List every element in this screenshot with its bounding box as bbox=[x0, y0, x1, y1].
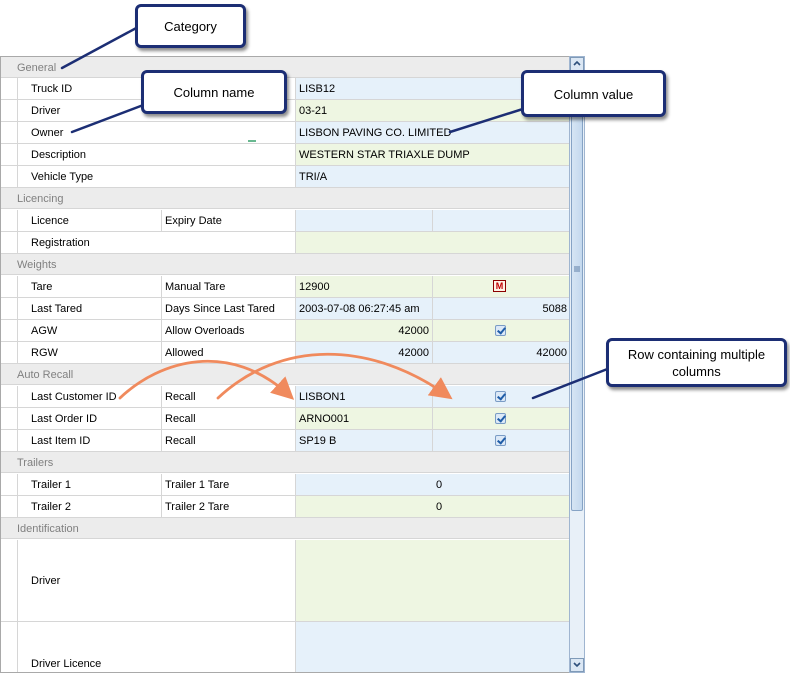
label-trailer-1-tare: Trailer 1 Tare bbox=[162, 474, 296, 495]
value-rgw[interactable]: 42000 bbox=[296, 342, 433, 363]
row-licence[interactable]: Licence Expiry Date bbox=[1, 210, 569, 232]
value-last-item-id[interactable]: SP19 B bbox=[296, 430, 433, 451]
label-trailer-2: Trailer 2 bbox=[17, 496, 162, 517]
row-last-customer-id[interactable]: Last Customer ID Recall LISBON1 bbox=[1, 386, 569, 408]
callout-column-name: Column name bbox=[141, 70, 287, 114]
allow-overloads-checkbox-icon[interactable] bbox=[495, 325, 506, 336]
value-allowed[interactable]: 42000 bbox=[433, 342, 569, 363]
row-agw[interactable]: AGW Allow Overloads 42000 bbox=[1, 320, 569, 342]
label-agw: AGW bbox=[17, 320, 162, 341]
row-driver-photo[interactable]: Driver bbox=[1, 540, 569, 622]
vertical-scrollbar[interactable] bbox=[569, 56, 585, 673]
value-description[interactable]: WESTERN STAR TRIAXLE DUMP bbox=[296, 144, 569, 165]
label-recall-item: Recall bbox=[162, 430, 296, 451]
label-tare: Tare bbox=[17, 276, 162, 297]
label-recall-customer: Recall bbox=[162, 386, 296, 407]
value-agw[interactable]: 42000 bbox=[296, 320, 433, 341]
scrollbar-thumb[interactable] bbox=[571, 73, 583, 511]
row-trailer-1[interactable]: Trailer 1 Trailer 1 Tare 0 bbox=[1, 474, 569, 496]
label-licence: Licence bbox=[17, 210, 162, 231]
value-last-tared[interactable]: 2003-07-08 06:27:45 am bbox=[296, 298, 433, 319]
category-weights[interactable]: Weights bbox=[1, 254, 569, 275]
value-last-customer-id[interactable]: LISBON1 bbox=[296, 386, 433, 407]
row-driver-licence[interactable]: Driver Licence bbox=[1, 622, 569, 672]
manual-tare-cell[interactable]: M bbox=[433, 276, 569, 297]
label-expiry-date: Expiry Date bbox=[162, 210, 296, 231]
value-trailer-2[interactable] bbox=[296, 496, 433, 517]
label-rgw: RGW bbox=[17, 342, 162, 363]
recall-customer-cell bbox=[433, 386, 569, 407]
manual-tare-badge-icon[interactable]: M bbox=[493, 280, 506, 292]
row-last-tared[interactable]: Last Tared Days Since Last Tared 2003-07… bbox=[1, 298, 569, 320]
label-driver-photo: Driver bbox=[17, 540, 296, 621]
callout-column-value: Column value bbox=[521, 70, 666, 117]
value-vehicle-type[interactable]: TRI/A bbox=[296, 166, 569, 187]
value-trailer-2-tare[interactable]: 0 bbox=[433, 496, 569, 517]
value-driver-licence[interactable] bbox=[296, 622, 569, 672]
value-licence[interactable] bbox=[296, 210, 433, 231]
label-allow-overloads: Allow Overloads bbox=[162, 320, 296, 341]
label-manual-tare: Manual Tare bbox=[162, 276, 296, 297]
label-driver-licence: Driver Licence bbox=[17, 622, 296, 672]
value-registration[interactable] bbox=[296, 232, 569, 253]
row-owner[interactable]: Owner LISBON PAVING CO. LIMITED bbox=[1, 122, 569, 144]
label-trailer-1: Trailer 1 bbox=[17, 474, 162, 495]
label-driver: Driver bbox=[17, 100, 296, 121]
grip-icon bbox=[574, 266, 580, 272]
recall-order-cell bbox=[433, 408, 569, 429]
column-name-pointer bbox=[70, 102, 148, 134]
value-truck-id[interactable]: LISB12 bbox=[296, 78, 569, 99]
value-expiry-date[interactable] bbox=[433, 210, 569, 231]
recall-item-checkbox-icon[interactable] bbox=[495, 435, 506, 446]
scroll-up-icon[interactable] bbox=[570, 57, 584, 71]
label-allowed: Allowed bbox=[162, 342, 296, 363]
recall-order-checkbox-icon[interactable] bbox=[495, 413, 506, 424]
row-last-order-id[interactable]: Last Order ID Recall ARNO001 bbox=[1, 408, 569, 430]
column-value-pointer bbox=[448, 106, 528, 134]
label-last-customer-id: Last Customer ID bbox=[17, 386, 162, 407]
value-trailer-1[interactable] bbox=[296, 474, 433, 495]
label-description: Description bbox=[17, 144, 296, 165]
value-days-since-last-tared[interactable]: 5088 bbox=[433, 298, 569, 319]
label-trailer-2-tare: Trailer 2 Tare bbox=[162, 496, 296, 517]
label-recall-order: Recall bbox=[162, 408, 296, 429]
scroll-down-icon[interactable] bbox=[570, 658, 584, 672]
label-truck-id: Truck ID bbox=[17, 78, 296, 99]
label-days-since-last-tared: Days Since Last Tared bbox=[162, 298, 296, 319]
value-last-order-id[interactable]: ARNO001 bbox=[296, 408, 433, 429]
row-tare[interactable]: Tare Manual Tare 12900 M bbox=[1, 276, 569, 298]
row-truck-id[interactable]: Truck ID LISB12 bbox=[1, 78, 569, 100]
row-rgw[interactable]: RGW Allowed 42000 42000 bbox=[1, 342, 569, 364]
multi-row-pointer bbox=[531, 366, 612, 400]
label-last-tared: Last Tared bbox=[17, 298, 162, 319]
label-last-order-id: Last Order ID bbox=[17, 408, 162, 429]
row-description[interactable]: Description WESTERN STAR TRIAXLE DUMP bbox=[1, 144, 569, 166]
callout-category: Category bbox=[135, 4, 246, 48]
recall-arrow-1 bbox=[118, 359, 295, 400]
label-last-item-id: Last Item ID bbox=[17, 430, 162, 451]
allow-overloads-cell bbox=[433, 320, 569, 341]
category-pointer bbox=[60, 24, 142, 70]
recall-arrow-2 bbox=[216, 352, 453, 400]
label-registration: Registration bbox=[17, 232, 296, 253]
category-identification[interactable]: Identification bbox=[1, 518, 569, 539]
category-trailers[interactable]: Trailers bbox=[1, 452, 569, 473]
category-licencing[interactable]: Licencing bbox=[1, 188, 569, 209]
value-driver-photo[interactable] bbox=[296, 540, 569, 621]
value-tare[interactable]: 12900 bbox=[296, 276, 433, 297]
row-registration[interactable]: Registration bbox=[1, 232, 569, 254]
row-last-item-id[interactable]: Last Item ID Recall SP19 B bbox=[1, 430, 569, 452]
callout-multi-column-row: Row containing multiple columns bbox=[606, 338, 787, 387]
row-vehicle-type[interactable]: Vehicle Type TRI/A bbox=[1, 166, 569, 188]
label-vehicle-type: Vehicle Type bbox=[17, 166, 296, 187]
recall-item-cell bbox=[433, 430, 569, 451]
value-trailer-1-tare[interactable]: 0 bbox=[433, 474, 569, 495]
row-trailer-2[interactable]: Trailer 2 Trailer 2 Tare 0 bbox=[1, 496, 569, 518]
label-owner: Owner bbox=[17, 122, 296, 143]
recall-customer-checkbox-icon[interactable] bbox=[495, 391, 506, 402]
value-owner[interactable]: LISBON PAVING CO. LIMITED bbox=[296, 122, 569, 143]
